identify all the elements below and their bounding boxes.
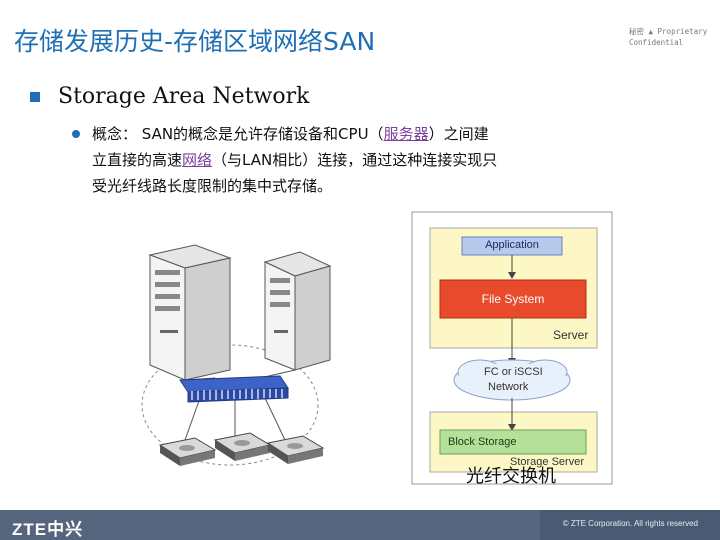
disk-1-icon (158, 437, 217, 466)
copyright-text: © ZTE Corporation. All rights reserved (562, 519, 698, 528)
server-right-icon (263, 251, 332, 371)
file-system-label: File System (481, 292, 545, 306)
footer-bar: ZTE中兴 © ZTE Corporation. All rights rese… (0, 510, 720, 540)
footer-right-band (540, 510, 720, 540)
network-link[interactable]: 网络 (182, 151, 213, 169)
para-prefix: 概念： SAN的概念是允许存储设备和CPU（ (92, 125, 384, 143)
network-label-2: Network (488, 381, 529, 393)
network-label-1: FC or iSCSI (484, 366, 543, 378)
round-bullet-icon (72, 130, 80, 138)
block-storage-box (439, 429, 587, 455)
slide-title: 存储发展历史-存储区域网络SAN (14, 27, 376, 56)
disk-2-icon (213, 432, 272, 461)
section-heading: Storage Area Network (58, 84, 310, 109)
network-cloud-icon (453, 359, 571, 401)
file-system-box (439, 279, 587, 319)
para-suffix: （与LAN相比）连接，通过这种连接实现只受光纤线路长度限制的集中式存储。 (92, 151, 498, 195)
application-label: Application (485, 239, 539, 251)
zte-logo: ZTE中兴 (12, 520, 84, 539)
square-bullet-icon (30, 92, 40, 102)
block-storage-label: Block Storage (448, 436, 517, 448)
fibre-switch-icon (179, 375, 289, 403)
para-mid: ）之间建立直接的高速 (92, 125, 489, 169)
confidential-label: 秘密 ▲ Proprietary Confidential (629, 27, 708, 47)
server-link[interactable]: 服务器 (383, 125, 429, 143)
san-boundary-ellipse (141, 344, 319, 466)
storage-server-label: Storage Server (510, 456, 584, 468)
server-left-icon (148, 244, 232, 381)
disk-3-icon (266, 435, 325, 464)
server-label: Server (553, 328, 589, 342)
switch-caption: 光纤交换机 (466, 466, 556, 487)
concept-paragraph: 概念： SAN的概念是允许存储设备和CPU（服务器）之间建立直接的高速网络（与L… (92, 121, 502, 199)
